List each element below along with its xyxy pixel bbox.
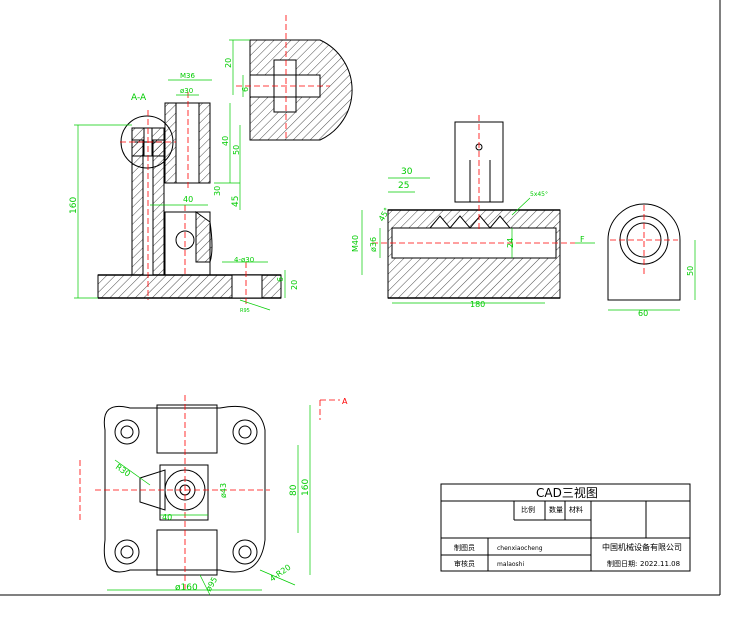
dim-R95: R95 — [240, 308, 250, 314]
arrow-f-label: F — [580, 235, 585, 244]
dim-60: 60 — [638, 309, 648, 318]
side-dims — [361, 177, 595, 304]
front-section-view — [97, 102, 282, 299]
dim-R30: R30 — [114, 462, 132, 478]
dim-4-phi30: 4-ø30 — [234, 256, 254, 264]
dim-180: 180 — [470, 300, 485, 309]
checker-name: malaoshi — [497, 561, 524, 568]
dim-5x45: 5x45° — [530, 191, 548, 198]
end-view-dims — [608, 240, 696, 311]
title-text: CAD三视图 — [536, 485, 598, 500]
arrow-a-label: A — [342, 397, 348, 406]
dim-160-vertical: 160 — [69, 197, 79, 214]
front-view-dims — [74, 79, 286, 311]
checker-label: 审核员 — [454, 559, 475, 568]
top-view-dims — [107, 405, 311, 596]
header-material: 材料 — [569, 505, 583, 514]
dim-6-base: 6 — [276, 277, 285, 282]
dim-45: 45 — [231, 196, 241, 207]
detail-view — [249, 39, 353, 141]
dim-M36: M36 — [180, 72, 195, 80]
dim-80: 80 — [289, 484, 299, 496]
dim-4-R20: 4-R20 — [268, 563, 293, 584]
side-centerlines — [372, 115, 575, 244]
title-block — [440, 483, 691, 572]
dim-M40: M40 — [351, 235, 360, 252]
dim-phi43: ø43 — [219, 483, 228, 498]
header-scale: 比例 — [521, 505, 535, 514]
top-view-centerlines — [79, 395, 340, 590]
header-qty: 数量 — [549, 505, 563, 514]
drafter-label: 制图员 — [454, 543, 475, 552]
drafter-name: chenxiaocheng — [497, 545, 543, 552]
dim-30-side-top: 30 — [401, 167, 413, 177]
side-view — [387, 121, 561, 299]
dim-6-detail: 6 — [241, 87, 250, 92]
dim-phi160: ø160 — [175, 583, 198, 593]
dim-phi30-top: ø30 — [180, 87, 193, 95]
dim-40-top: 40 — [162, 513, 172, 522]
dim-40-horizontal: 40 — [183, 195, 193, 204]
front-view-centerlines — [120, 92, 247, 305]
date-value: 2022.11.08 — [640, 560, 680, 568]
dim-20-base: 20 — [290, 280, 299, 290]
section-label: A-A — [131, 93, 147, 103]
detail-centerlines — [236, 15, 330, 140]
company-name: 中国机械设备有限公司 — [602, 542, 682, 552]
detail-dims — [229, 39, 250, 97]
dim-160-top: 160 — [301, 479, 311, 496]
dim-30-side: 30 — [213, 186, 222, 196]
dim-40-boss: 40 — [221, 136, 230, 146]
dim-50-end: 50 — [686, 266, 695, 276]
dim-phi95: ø95 — [204, 575, 219, 593]
date-label: 制图日期: — [607, 559, 637, 568]
dim-20-detail: 20 — [224, 58, 233, 68]
end-view-centerlines — [610, 205, 678, 275]
dim-25: 25 — [398, 181, 409, 191]
sheet-border — [0, 0, 721, 596]
dim-phi36: ø36 — [369, 237, 378, 252]
dim-24: 24 — [506, 238, 515, 248]
dim-50: 50 — [232, 145, 241, 155]
